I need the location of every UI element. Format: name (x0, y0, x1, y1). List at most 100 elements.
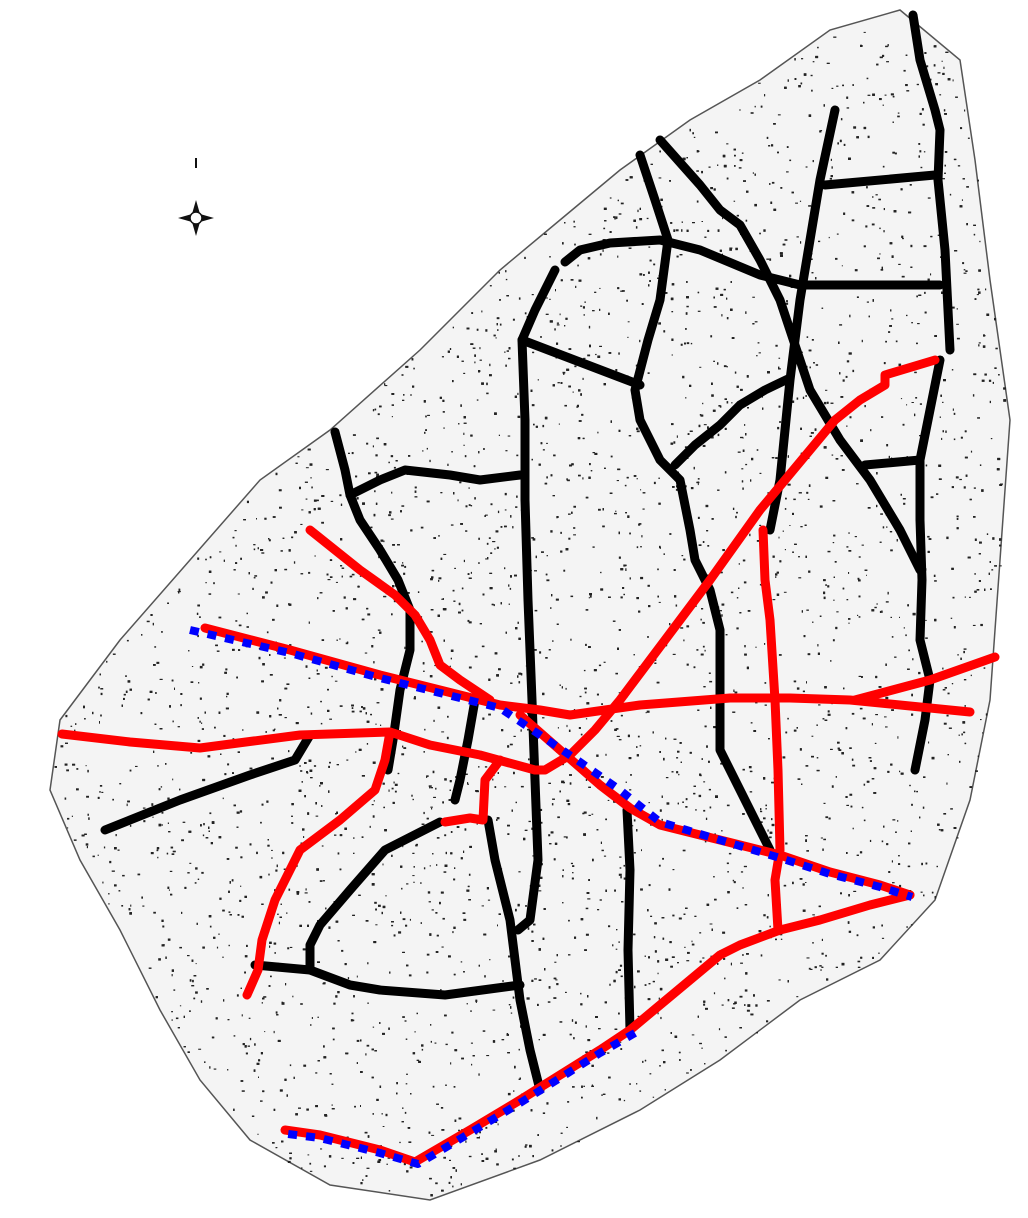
map-speck (366, 1167, 370, 1169)
map-speck (744, 904, 748, 906)
map-speck (942, 667, 944, 670)
map-speck (708, 166, 711, 168)
map-speck (566, 724, 568, 728)
map-speck (321, 805, 323, 807)
map-speck (439, 396, 442, 399)
map-speck (923, 245, 927, 248)
map-speck (85, 765, 87, 767)
map-speck (172, 850, 176, 853)
map-speck (460, 404, 462, 407)
map-speck (663, 330, 666, 333)
map-speck (922, 806, 925, 809)
map-speck (248, 572, 250, 575)
map-speck (397, 772, 400, 775)
map-speck (724, 398, 727, 400)
map-speck (625, 512, 627, 514)
map-speck (254, 575, 258, 577)
map-speck (733, 881, 736, 884)
map-speck (602, 1093, 606, 1095)
map-speck (468, 899, 471, 901)
map-speck (168, 889, 170, 891)
map-speck (416, 1059, 420, 1061)
map-speck (485, 329, 488, 332)
map-speck (650, 163, 653, 165)
map-speck (836, 611, 839, 613)
map-speck (766, 1000, 770, 1002)
map-speck (866, 77, 869, 80)
map-speck (372, 409, 375, 412)
map-speck (542, 1112, 546, 1114)
map-speck (476, 790, 479, 793)
map-speck (639, 1090, 642, 1092)
map-speck (311, 1017, 313, 1019)
map-speck (414, 490, 417, 493)
map-speck (220, 753, 222, 755)
map-speck (374, 408, 377, 411)
map-speck (849, 793, 853, 796)
map-speck (596, 829, 599, 831)
map-speck (778, 979, 781, 981)
map-speck (458, 602, 461, 606)
map-speck (759, 472, 762, 474)
map-speck (569, 1033, 572, 1036)
map-speck (177, 726, 180, 728)
map-speck (203, 823, 205, 826)
map-speck (171, 974, 173, 977)
map-speck (698, 150, 700, 152)
map-speck (291, 822, 294, 824)
map-speck (262, 663, 265, 666)
map-speck (549, 320, 553, 323)
map-speck (273, 1030, 275, 1034)
map-speck (863, 101, 865, 104)
map-speck (534, 978, 537, 980)
map-speck (585, 718, 588, 720)
map-speck (759, 583, 762, 586)
map-speck (704, 1063, 706, 1065)
map-speck (431, 909, 434, 911)
map-speck (973, 487, 976, 489)
map-speck (556, 322, 559, 324)
map-speck (665, 958, 669, 961)
map-speck (591, 813, 594, 815)
map-speck (685, 907, 688, 909)
map-speck (805, 166, 808, 168)
map-speck (264, 517, 267, 520)
map-speck (810, 258, 813, 260)
map-speck (201, 728, 204, 730)
map-speck (99, 791, 101, 793)
map-speck (463, 850, 465, 853)
map-speck (800, 526, 803, 528)
map-speck (440, 492, 443, 494)
map-speck (545, 573, 548, 576)
map-speck (499, 299, 501, 301)
map-speck (956, 515, 959, 518)
map-speck (800, 241, 802, 244)
map-speck (620, 202, 624, 205)
map-speck (383, 595, 387, 598)
map-speck (496, 1163, 499, 1166)
map-speck (901, 235, 904, 238)
map-speck (358, 748, 362, 751)
map-speck (838, 749, 842, 751)
map-speck (268, 985, 271, 987)
map-speck (420, 882, 422, 884)
map-speck (633, 654, 635, 656)
map-speck (952, 596, 955, 599)
map-speck (858, 579, 861, 582)
map-speck (486, 1055, 490, 1057)
map-speck (269, 654, 271, 656)
map-speck (554, 961, 557, 963)
map-speck (569, 774, 572, 776)
map-speck (249, 767, 253, 770)
map-speck (201, 871, 204, 874)
map-speck (675, 229, 679, 232)
map-speck (599, 253, 602, 256)
map-speck (435, 951, 439, 953)
map-speck (573, 505, 576, 508)
map-speck (583, 833, 586, 836)
map-speck (242, 1043, 245, 1046)
map-speck (899, 616, 900, 618)
map-speck (782, 530, 784, 532)
map-speck (572, 1086, 575, 1088)
map-speck (391, 491, 393, 494)
